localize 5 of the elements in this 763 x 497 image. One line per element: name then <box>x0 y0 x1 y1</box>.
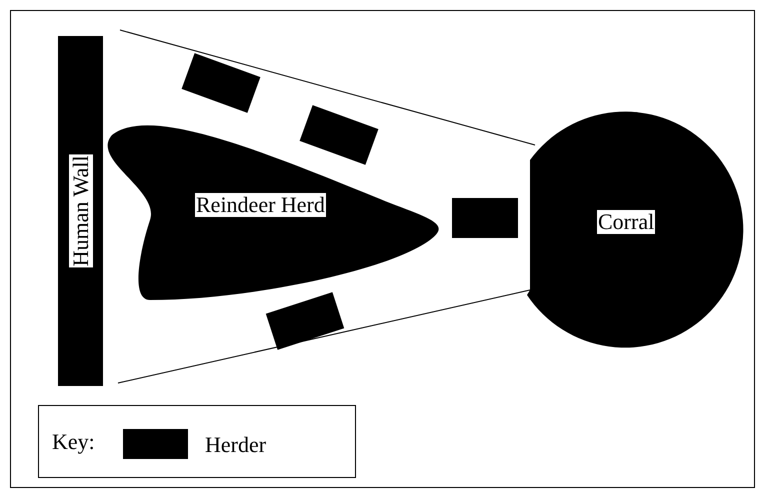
region-label: Corral <box>597 210 656 234</box>
region-label: Reindeer Herd <box>195 193 326 217</box>
herder-block <box>452 198 518 238</box>
wall-bar <box>58 36 103 386</box>
region-label: Human Wall <box>68 154 92 268</box>
